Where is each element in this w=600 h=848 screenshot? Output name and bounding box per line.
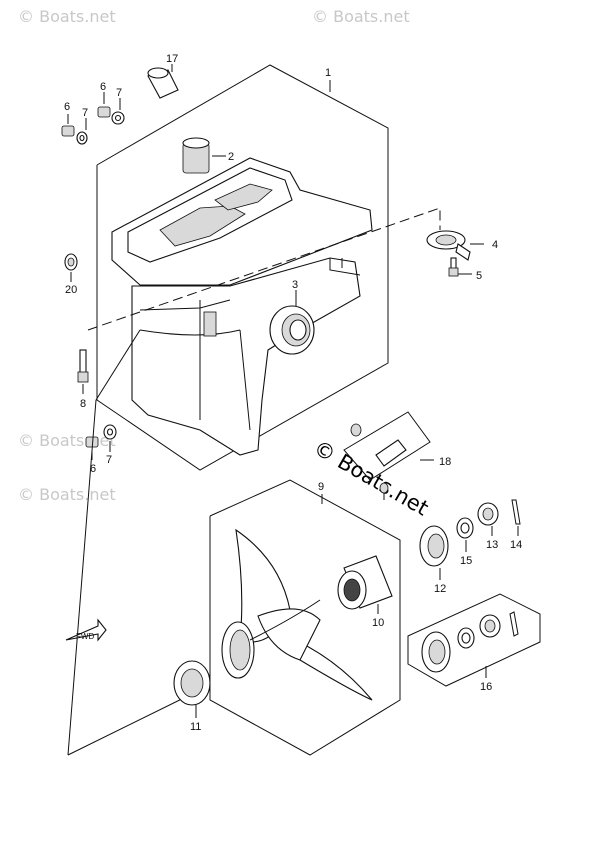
callout-6-lower: 6: [90, 463, 96, 475]
part-7-washer-top-left: [76, 118, 88, 145]
watermark-center: © Boats.net: [310, 436, 433, 521]
leader-long-bottom: [67, 689, 201, 756]
part-14-cotter-pin: [511, 499, 521, 536]
part-10-bushing: [337, 555, 393, 614]
callout-15: 15: [460, 555, 472, 567]
gear-case-housing: [111, 157, 373, 456]
callout-7-top: 7: [116, 87, 122, 99]
callout-6-top: 6: [100, 81, 106, 93]
part-11-thrust-washer: [173, 660, 211, 718]
watermark-mid-left: © Boats.net: [18, 431, 116, 450]
part-7-washer-top: [111, 98, 125, 125]
part-8-stud: [77, 349, 89, 394]
callout-7-top-left: 7: [82, 107, 88, 119]
callout-10: 10: [372, 617, 384, 629]
callout-2: 2: [228, 151, 234, 163]
callout-3: 3: [292, 279, 298, 291]
callout-5: 5: [476, 270, 482, 282]
callout-11: 11: [190, 721, 201, 733]
callout-20: 20: [65, 284, 77, 296]
callout-18: 18: [439, 456, 451, 468]
callout-9: 9: [318, 481, 324, 493]
watermark-mid-left-2: © Boats.net: [18, 485, 116, 504]
watermark-top-right: © Boats.net: [312, 7, 410, 26]
callout-6-top-left: 6: [64, 101, 70, 113]
callout-12: 12: [434, 583, 446, 595]
callout-4: 4: [492, 239, 498, 251]
leader-long-left: [67, 399, 97, 756]
part-15-washer: [456, 517, 474, 552]
callout-16: 16: [480, 681, 492, 693]
dashed-leader-trim-tab: [87, 207, 441, 331]
callout-8: 8: [80, 398, 86, 410]
fwd-arrow-icon: FWD: [65, 618, 107, 642]
part-6-bolt-top-left: [61, 114, 75, 137]
fwd-label: FWD: [76, 632, 94, 641]
part-5-bolt: [448, 257, 472, 277]
part-7-washer-lower: [103, 424, 117, 452]
callout-14: 14: [510, 539, 522, 551]
part-4-trim-tab: [426, 230, 484, 261]
part-3-oil-seal: [269, 290, 315, 355]
callout-1: 1: [325, 67, 331, 79]
leader-upper-left: [95, 329, 141, 401]
callout-13: 13: [486, 539, 498, 551]
part-18-group: [343, 411, 434, 500]
part-13-nut: [477, 502, 499, 536]
callout-7-lower: 7: [106, 454, 112, 466]
part-2-bushing: [182, 137, 226, 174]
callout-17: 17: [166, 53, 178, 65]
part-propeller: [221, 528, 373, 701]
watermark-top-left: © Boats.net: [18, 7, 116, 26]
part-6-bolt-top: [97, 92, 111, 118]
part-20-cap: [64, 253, 78, 282]
gear-case-group-outline: [96, 64, 389, 471]
part-16-kit: [407, 593, 541, 687]
part-17-grommet: [147, 64, 179, 99]
part-12-washer: [419, 525, 449, 580]
propeller-group-outline: [209, 479, 401, 756]
